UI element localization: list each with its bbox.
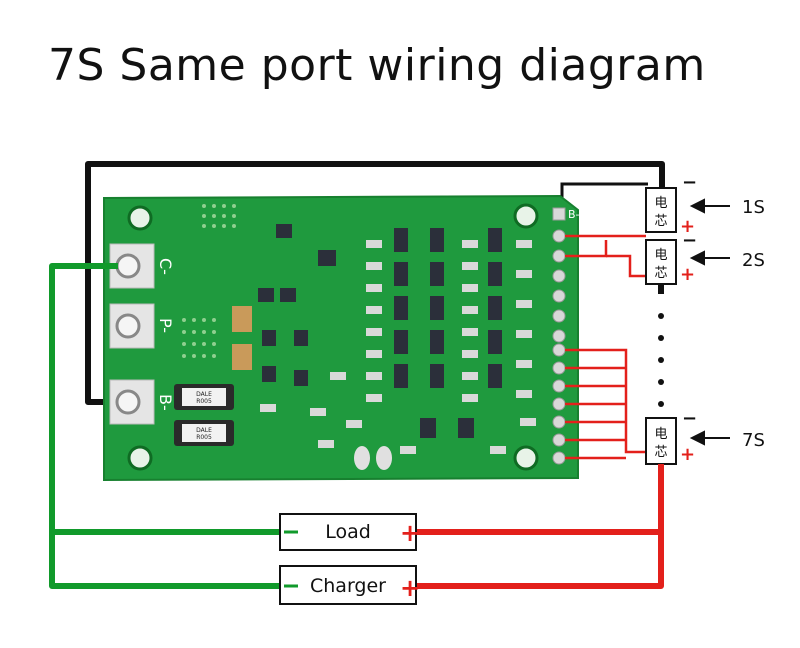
bms-board: DALE R005 DALE R005 C- P- [103,194,580,482]
cell-1s-glyph: 电 [654,196,667,211]
charger-box: Charger + [279,565,420,605]
balance-wires [565,234,662,460]
black-wire [85,161,665,405]
connector-label-b-minus: B- [568,208,580,221]
callout-2s: 2S [742,250,765,271]
positive-wire [416,464,664,589]
resistor-marking-2: DALE [196,427,212,434]
resistor-marking-1: DALE [196,391,212,398]
pad-label-b-minus: B- [156,394,175,411]
svg-text:电: 电 [654,248,667,263]
callout-7s: 7S [742,430,765,451]
resistor-marking-2b: R005 [196,434,212,441]
svg-text:电: 电 [654,427,667,442]
callout-arrows [689,198,730,446]
continuation-dots [658,313,664,407]
pad-label-p-minus: P- [156,318,175,333]
svg-text:芯: 芯 [654,445,667,460]
svg-text:芯: 芯 [654,214,667,229]
cell-7s-plus: + [680,444,695,465]
pad-label-c-minus: C- [156,258,175,275]
load-plus: + [400,519,420,547]
page-title: 7S Same port wiring diagram [48,40,706,91]
cell-1s: 电 芯 − + [645,172,697,237]
cell-2s: 电 芯 − + [645,230,697,285]
cell-2s-minus: − [682,230,697,251]
resistor-marking-1b: R005 [196,398,212,405]
cell-7s: 电 芯 − + [645,408,697,465]
load-label: Load [325,521,371,543]
load-box: Load + [279,513,420,551]
cell-1s-minus: − [682,172,697,193]
cell-7s-minus: − [682,408,697,429]
negative-wire [49,263,280,589]
cell-2s-plus: + [680,264,695,285]
charger-plus: + [400,574,420,602]
svg-text:芯: 芯 [654,266,667,281]
charger-label: Charger [310,575,386,597]
cell-1s-plus: + [680,216,695,237]
callout-1s: 1S [742,197,765,218]
